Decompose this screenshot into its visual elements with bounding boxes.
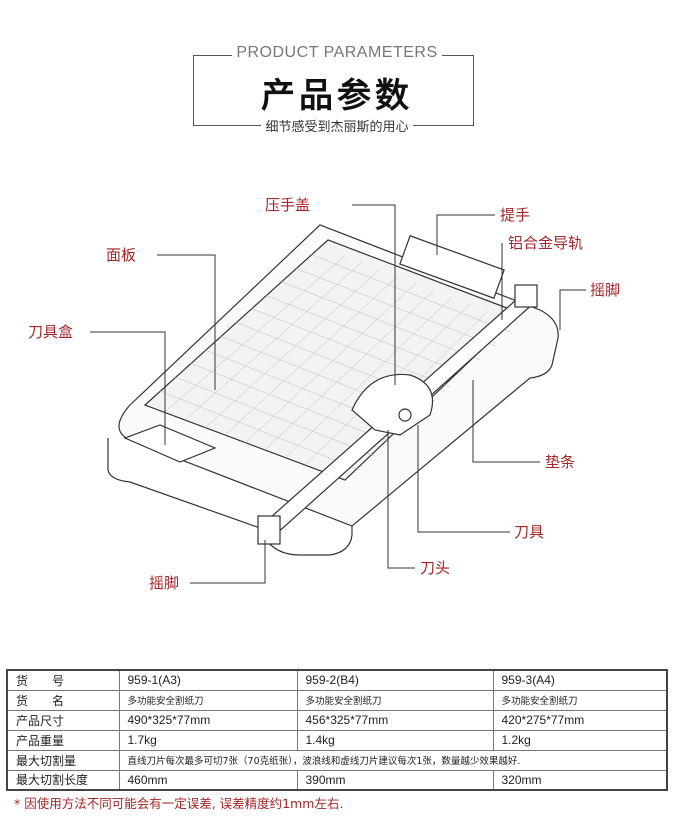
cell: 959-1(A3): [118, 669, 298, 691]
cutter-head: [351, 373, 434, 436]
row-label: 最大切割量: [6, 749, 120, 771]
cell: 1.2kg: [492, 729, 668, 751]
label-blade-box: 刀具盒: [28, 323, 73, 341]
cell: 390mm: [296, 769, 494, 791]
label-blade: 刀具: [514, 523, 544, 541]
blade-box: [123, 424, 217, 463]
label-handle: 提手: [500, 206, 530, 224]
cell: 1.4kg: [296, 729, 494, 751]
label-cutter-head: 刀头: [420, 559, 450, 577]
leader-lines: [90, 204, 586, 584]
label-press-cover: 压手盖: [265, 196, 310, 214]
label-foot-left: 摇脚: [149, 574, 179, 592]
product-diagram: 压手盖 提手 铝合金导轨 摇脚 面板 刀具盒 垫条 刀具 刀头 摇脚: [28, 196, 620, 592]
cell: 959-2(B4): [296, 669, 494, 691]
table-row: 货 名多功能安全割纸刀多功能安全割纸刀多功能安全割纸刀: [6, 689, 668, 711]
row-label: 产品重量: [6, 729, 120, 751]
cell: 多功能安全割纸刀: [296, 689, 494, 711]
page-title: 产品参数: [261, 76, 413, 116]
table-row: 最大切割量直线刀片每次最多可切7张（70克纸张），波浪线和虚线刀片建议每次1张，…: [6, 749, 668, 771]
header-subtitle: 细节感受到杰丽斯的用心: [261, 120, 413, 135]
label-panel: 面板: [106, 246, 136, 264]
cell: 959-3(A4): [492, 669, 668, 691]
cell: 1.7kg: [118, 729, 298, 751]
cell: 420*275*77mm: [492, 709, 668, 731]
cell: 多功能安全割纸刀: [492, 689, 668, 711]
cell: 多功能安全割纸刀: [118, 689, 298, 711]
cutter-knob: [398, 408, 412, 422]
header-en-text: PRODUCT PARAMETERS: [232, 44, 442, 61]
row-label: 最大切割长度: [6, 769, 120, 791]
footnote: * 因使用方法不同可能会有一定误差, 误差精度约1mm左右.: [14, 796, 344, 811]
cell: 490*325*77mm: [118, 709, 298, 731]
label-foot-right: 摇脚: [590, 281, 620, 299]
cell: 320mm: [492, 769, 668, 791]
cell: 456*325*77mm: [296, 709, 494, 731]
row-label: 产品尺寸: [6, 709, 120, 731]
handle: [399, 235, 505, 299]
cell: 460mm: [118, 769, 298, 791]
header-frame: [193, 55, 474, 125]
header-sub: 细节感受到杰丽斯的用心: [0, 116, 674, 135]
label-rail: 铝合金导轨: [508, 234, 583, 252]
header-en: PRODUCT PARAMETERS: [0, 44, 674, 62]
foot-right: [514, 284, 538, 308]
foot-left: [257, 515, 281, 545]
row-label: 货 名: [6, 689, 120, 711]
base-outline: [107, 438, 353, 556]
cell: 直线刀片每次最多可切7张（70克纸张），波浪线和虚线刀片建议每次1张，数量越少效…: [118, 749, 668, 771]
label-pad-strip: 垫条: [545, 453, 575, 471]
row-label: 货 号: [6, 669, 120, 691]
